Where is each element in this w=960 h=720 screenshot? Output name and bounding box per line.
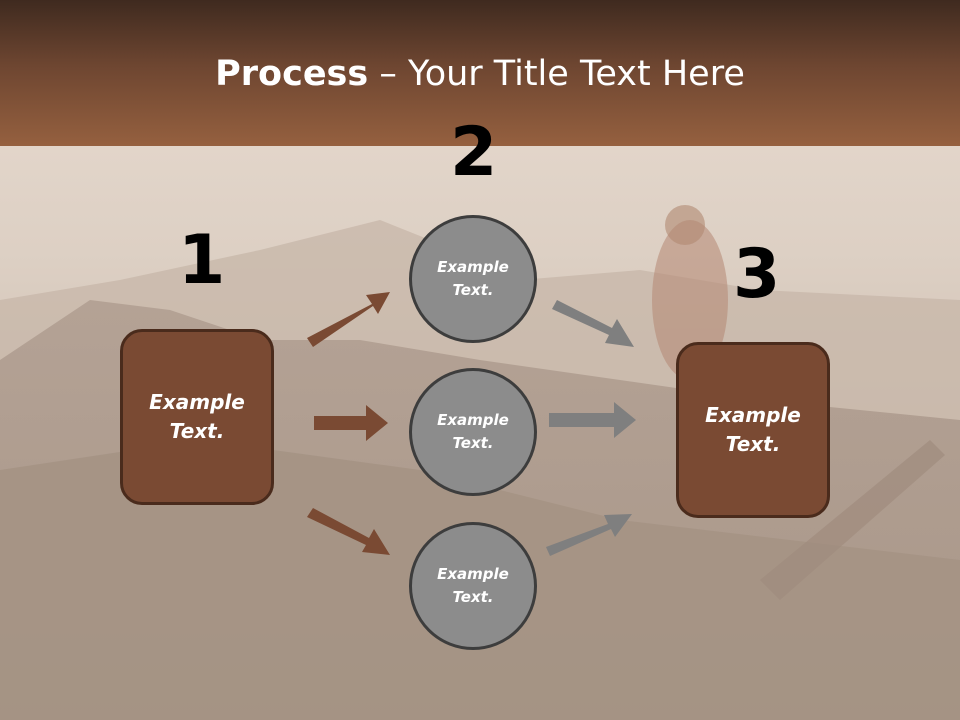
title-bar [0,0,960,146]
arrow-icon [546,300,636,556]
title-bold: Process [215,54,369,94]
step-number-1: 1 [178,221,226,300]
arrow-icon [307,292,390,555]
circle-middle-label: Example Text. [437,411,509,452]
circle-top[interactable]: Example Text. [409,215,537,343]
right-box-label: Example Text. [705,403,801,456]
left-box[interactable]: Example Text. [120,329,274,505]
step-number-3: 3 [733,235,781,314]
title-rest: – Your Title Text Here [368,54,745,94]
step-number-2: 2 [450,113,498,192]
left-box-label: Example Text. [149,390,245,443]
circle-middle[interactable]: Example Text. [409,368,537,496]
right-box[interactable]: Example Text. [676,342,830,518]
circle-bottom-label: Example Text. [437,565,509,606]
slide-title: Process – Your Title Text Here [0,52,960,96]
circle-top-label: Example Text. [437,258,509,299]
circle-bottom[interactable]: Example Text. [409,522,537,650]
